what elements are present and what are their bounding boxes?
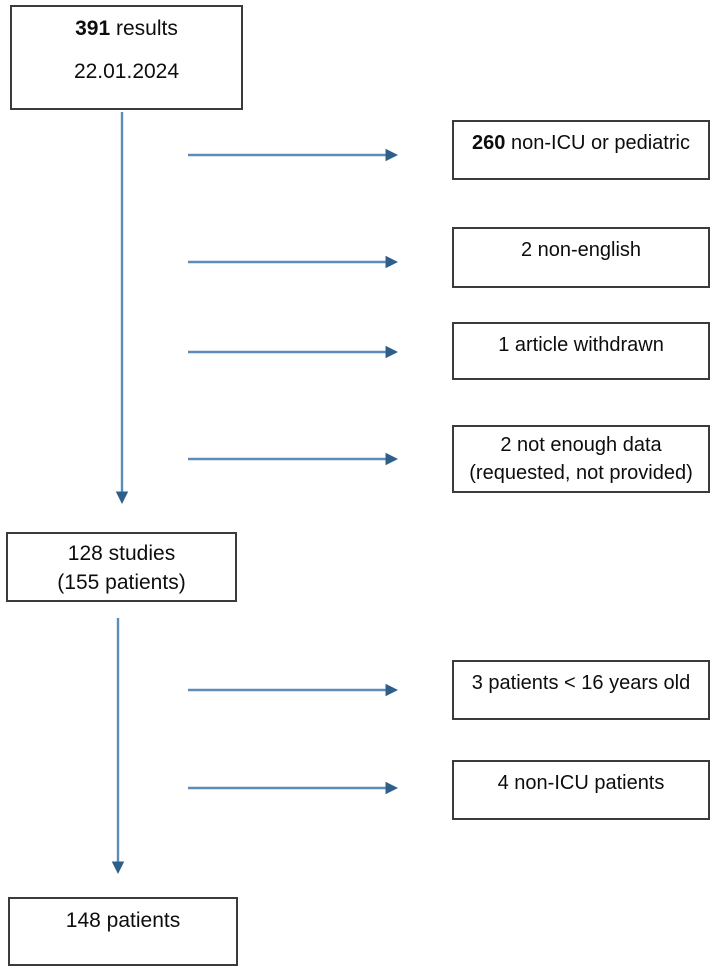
node-search-results-label: results: [110, 17, 178, 40]
node-exclusion-5-label: 4 non-ICU patients: [497, 772, 665, 794]
node-included-studies-line1: 128 studies: [67, 542, 176, 565]
node-exclusion-3-line2: (requested, not provided): [469, 461, 693, 484]
node-exclusion-4: 3 patients < 16 years old: [452, 660, 710, 720]
node-exclusion-2: 1 article withdrawn: [452, 322, 710, 380]
node-exclusion-2-label: 1 article withdrawn: [498, 334, 664, 356]
node-final-patients: 148 patients: [8, 897, 238, 966]
node-search-results-count: 391: [75, 17, 111, 40]
node-included-studies: 128 studies (155 patients): [6, 532, 237, 602]
node-search-results: 391 results 22.01.2024: [10, 5, 243, 110]
node-included-studies-line2: (155 patients): [57, 570, 186, 594]
node-exclusion-3: 2 not enough data (requested, not provid…: [452, 425, 710, 493]
node-exclusion-1-label: 2 non-english: [520, 239, 642, 261]
node-exclusion-0-line1: 260 non-ICU or pediatric: [454, 130, 708, 158]
node-search-results-date: 22.01.2024: [73, 59, 180, 83]
node-exclusion-4-label: 3 patients < 16 years old: [471, 672, 691, 694]
node-exclusion-3-label: 2 not enough data: [500, 434, 662, 456]
node-search-results-line1: 391 results: [12, 15, 241, 44]
node-exclusion-1: 2 non-english: [452, 227, 710, 288]
node-exclusion-0: 260 non-ICU or pediatric: [452, 120, 710, 180]
node-exclusion-0-count: 260: [472, 132, 506, 154]
node-final-patients-line1: 148 patients: [65, 909, 181, 932]
node-exclusion-0-label: non-ICU or pediatric: [505, 132, 690, 154]
node-exclusion-5: 4 non-ICU patients: [452, 760, 710, 820]
